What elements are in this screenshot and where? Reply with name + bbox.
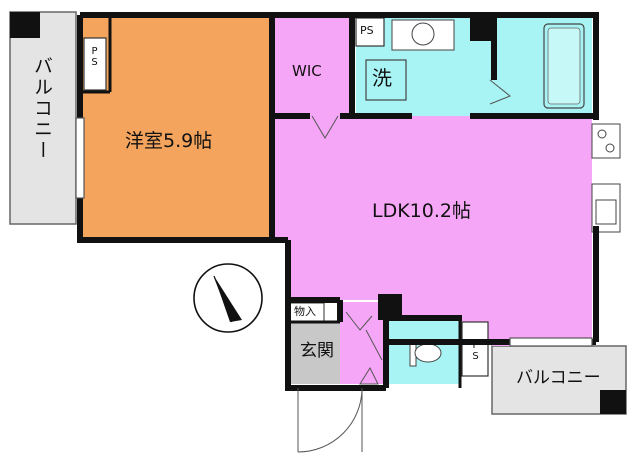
ldk-area bbox=[272, 116, 592, 346]
windows bbox=[75, 117, 593, 347]
stove-burner-top bbox=[597, 129, 607, 139]
ps-bottom-shaft bbox=[461, 321, 489, 377]
ldk-label: LDK10.2帖 bbox=[372, 200, 471, 222]
doors bbox=[297, 79, 511, 453]
toilet-bowl bbox=[414, 343, 442, 363]
wic-label: WIC bbox=[292, 62, 322, 80]
ps-top-shaft bbox=[355, 17, 385, 47]
walls bbox=[77, 12, 599, 391]
genkan-label: 玄関 bbox=[300, 341, 334, 361]
balcony-bottom-label: バルコニー bbox=[516, 368, 601, 388]
ps-label-left: PS bbox=[91, 46, 98, 68]
washbasin-bowl bbox=[411, 22, 435, 46]
compass-icon bbox=[193, 263, 263, 333]
balcony-left-label: バルコニー bbox=[31, 56, 53, 161]
ps-left-shaft bbox=[83, 37, 107, 91]
balcony-bottom-post bbox=[600, 390, 626, 414]
western-room-area bbox=[80, 18, 272, 240]
wall-thin bbox=[80, 18, 462, 388]
western-room-label: 洋室5.9帖 bbox=[125, 130, 213, 152]
ps-label-bottom: PS bbox=[472, 340, 479, 362]
washer-label: 洗 bbox=[372, 66, 392, 90]
wic-area bbox=[274, 18, 350, 116]
monoire-label: 物入 bbox=[294, 305, 316, 318]
genkan-area bbox=[288, 322, 340, 384]
ps-label-top: PS bbox=[360, 24, 374, 37]
wall-column-top-right bbox=[470, 15, 494, 41]
kitchen-sink-bowl bbox=[595, 199, 617, 225]
balcony-left-post bbox=[10, 12, 40, 38]
stove bbox=[591, 123, 621, 159]
wall-column-middle bbox=[378, 294, 402, 320]
stove-burner-bottom bbox=[605, 143, 615, 153]
balcony-left-area bbox=[9, 11, 77, 225]
bathtub-inner bbox=[547, 27, 581, 105]
washer-pan bbox=[365, 59, 407, 101]
